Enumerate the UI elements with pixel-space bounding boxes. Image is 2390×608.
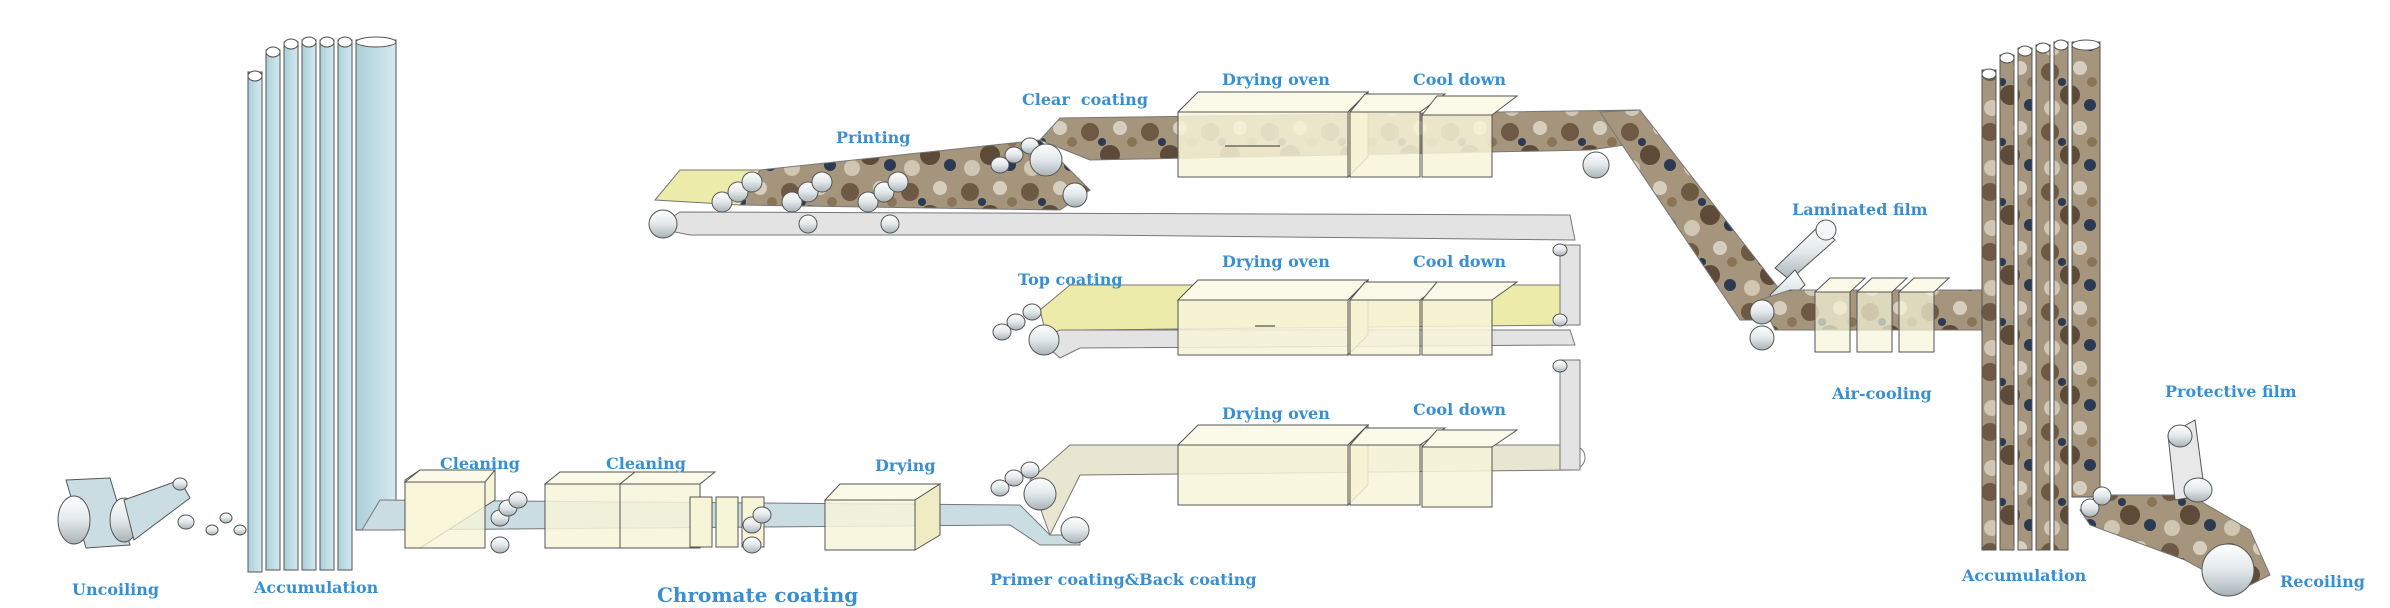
middle-line xyxy=(992,243,1581,359)
recoiler xyxy=(2079,419,2271,597)
cool-down-bottom-label: Cool down xyxy=(1413,400,1506,419)
strip-to-lamination xyxy=(1599,109,1781,321)
accumulation-left-label: Accumulation xyxy=(254,578,379,597)
cool-down-top xyxy=(1348,93,1519,178)
drying-label: Drying xyxy=(875,456,936,475)
drying-oven-top-label: Drying oven xyxy=(1222,70,1330,89)
laminated-film-label: Laminated film xyxy=(1792,200,1928,219)
clear-coater-rollers xyxy=(990,137,1063,177)
drying-tank xyxy=(823,483,942,551)
turn-roller-bottom xyxy=(1552,359,1586,471)
drying-oven-bottom-label: Drying oven xyxy=(1222,404,1330,423)
turn-roller-middle xyxy=(1552,243,1581,327)
primer-coater-rollers xyxy=(990,461,1090,544)
air-cooling-label: Air-cooling xyxy=(1832,384,1932,403)
drying-oven-middle xyxy=(1176,278,1370,357)
top-coater-rollers xyxy=(992,303,1060,356)
cleaning-tank-1 xyxy=(403,469,497,549)
accumulation-right-label: Accumulation xyxy=(1962,566,2087,585)
drying-oven-top xyxy=(1176,90,1370,179)
bottom-line xyxy=(57,36,1586,573)
recoiling-label: Recoiling xyxy=(2280,572,2365,591)
chromate-coating-label: Chromate coating xyxy=(657,583,859,607)
clear-coating-label: Clear coating xyxy=(1022,90,1148,109)
protective-film-label: Protective film xyxy=(2165,382,2297,401)
drying-oven-bottom xyxy=(1176,423,1370,507)
accumulator-left xyxy=(247,36,397,573)
uncoiler xyxy=(57,477,247,549)
cleaning-rollers-1 xyxy=(490,491,528,554)
lamination-section xyxy=(1749,219,1991,353)
cleaning-tank-2 xyxy=(543,471,717,549)
cool-down-top-label: Cool down xyxy=(1413,70,1506,89)
air-cooling-boxes xyxy=(1813,277,1951,353)
top-coating-label: Top coating xyxy=(1018,270,1123,289)
accumulator-right xyxy=(1981,39,2101,551)
uncoiling-label: Uncoiling xyxy=(72,580,160,599)
top-line xyxy=(648,90,1781,321)
printing-label: Printing xyxy=(836,128,911,147)
drying-oven-middle-label: Drying oven xyxy=(1222,252,1330,271)
cool-down-middle xyxy=(1348,281,1519,356)
cool-down-middle-label: Cool down xyxy=(1413,252,1506,271)
primer-back-coating-label: Primer coating&Back coating xyxy=(990,570,1257,589)
printing-rollers xyxy=(711,171,1088,234)
cleaning-1-label: Cleaning xyxy=(440,454,520,473)
cleaning-2-label: Cleaning xyxy=(606,454,686,473)
cool-down-bottom xyxy=(1348,427,1519,508)
strip-return xyxy=(653,211,1576,241)
chromate-coating-tanks xyxy=(689,496,772,554)
